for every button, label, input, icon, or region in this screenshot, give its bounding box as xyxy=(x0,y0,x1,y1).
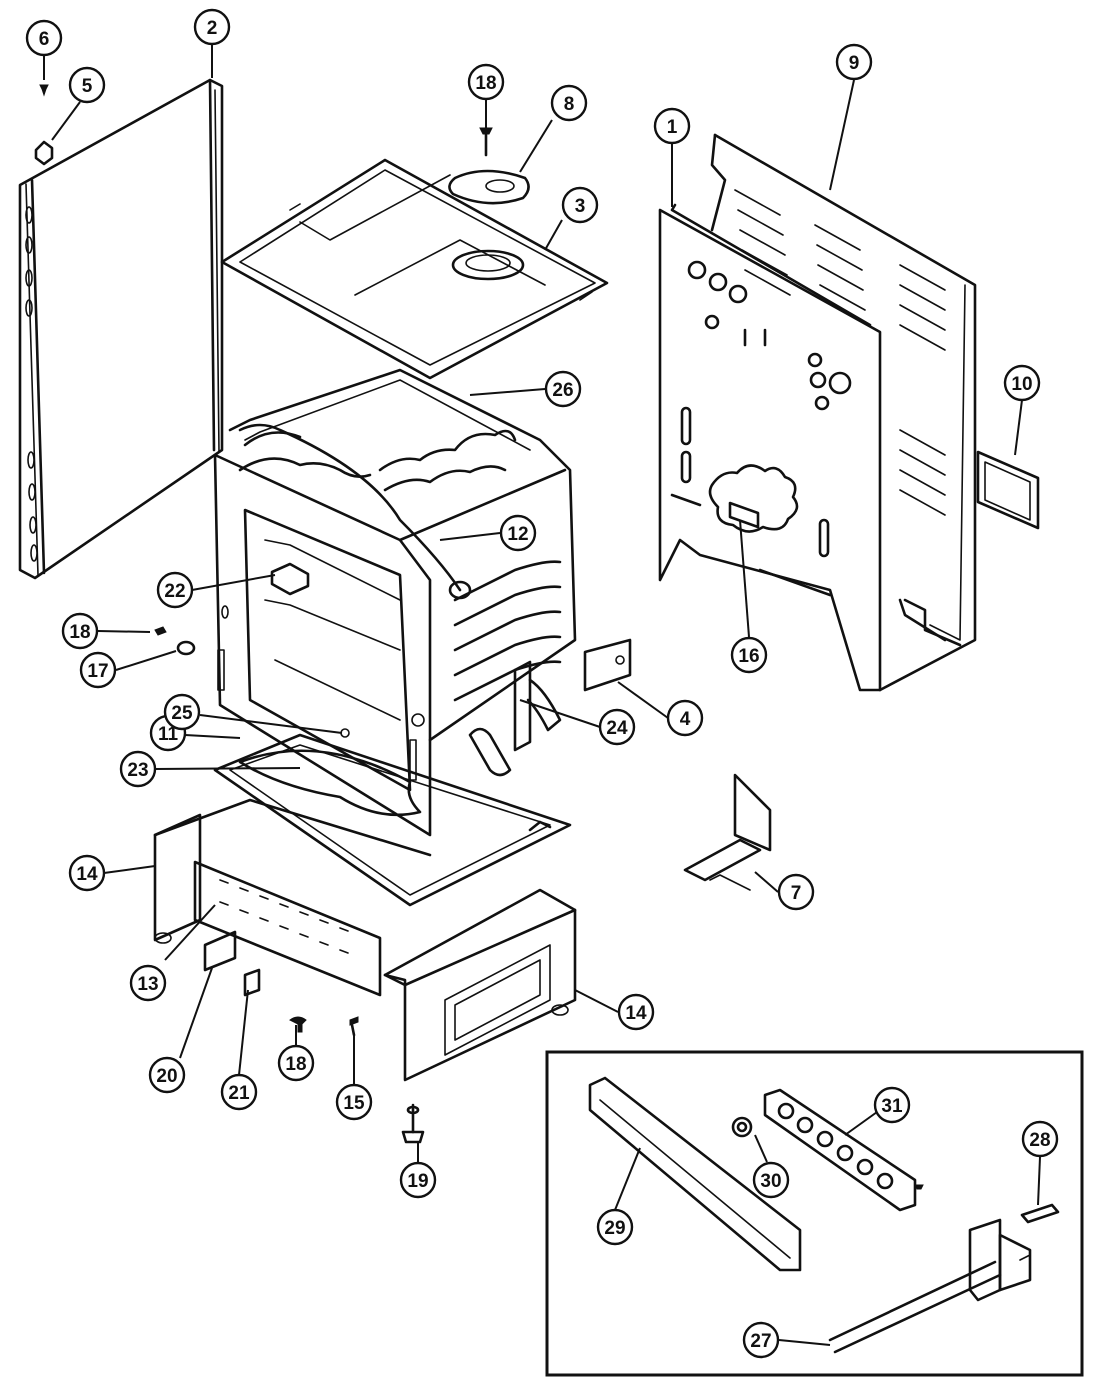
callout-label: 10 xyxy=(1011,374,1032,395)
callout-label: 26 xyxy=(552,380,573,401)
callout-label: 18 xyxy=(285,1054,306,1075)
callout: 15 xyxy=(335,1083,373,1121)
back-panel xyxy=(658,203,882,692)
callout: 14 xyxy=(617,993,655,1031)
callout-label: 23 xyxy=(127,760,148,781)
callout-label: 21 xyxy=(228,1083,250,1104)
light-socket xyxy=(270,562,310,596)
switch-panel xyxy=(763,1088,924,1212)
oven-bottom xyxy=(213,733,572,907)
small-bracket xyxy=(583,638,632,692)
callout-label: 5 xyxy=(82,76,93,97)
callout-label: 19 xyxy=(407,1171,428,1192)
inset-frame xyxy=(545,1050,1084,1377)
callout: 3 xyxy=(561,186,599,224)
callout-label: 2 xyxy=(207,18,218,39)
callout-label: 17 xyxy=(87,661,108,682)
anti-tip-bracket xyxy=(683,773,772,891)
callout-label: 31 xyxy=(881,1096,903,1117)
callout: 13 xyxy=(129,964,167,1002)
switch-assembly xyxy=(828,1203,1060,1354)
callout: 17 xyxy=(79,651,117,689)
oven-cavity xyxy=(213,368,577,837)
callout-label: 25 xyxy=(171,703,193,724)
callout-label: 18 xyxy=(69,622,90,643)
callout: 18 xyxy=(467,63,505,101)
callout-label: 28 xyxy=(1029,1130,1050,1151)
callout-label: 11 xyxy=(158,724,179,745)
terminal-bracket xyxy=(976,450,1040,530)
callout-label: 30 xyxy=(760,1171,781,1192)
callout: 31 xyxy=(873,1086,911,1124)
callout: 10 xyxy=(1003,364,1041,402)
callout-label: 7 xyxy=(791,883,802,904)
callout-label: 13 xyxy=(137,974,158,995)
callout: 20 xyxy=(148,1056,186,1094)
rear-cover xyxy=(710,133,977,692)
callout-label: 14 xyxy=(76,864,98,885)
callout: 6 xyxy=(25,19,63,57)
callout: 9 xyxy=(835,43,873,81)
hardware xyxy=(154,626,425,1144)
callout: 28 xyxy=(1021,1120,1059,1158)
callout: 5 xyxy=(68,66,106,104)
callout: 16 xyxy=(730,636,768,674)
control-trim xyxy=(588,1076,802,1272)
callout: 1 xyxy=(653,107,691,145)
callout-label: 29 xyxy=(604,1218,625,1239)
callout: 24 xyxy=(598,708,636,746)
callout-label: 3 xyxy=(575,196,586,217)
callout: 14 xyxy=(68,854,106,892)
callout: 27 xyxy=(742,1321,780,1359)
callout: 2 xyxy=(193,8,231,46)
callout-label: 27 xyxy=(750,1331,771,1352)
callout-label: 1 xyxy=(667,117,678,138)
callout: 18 xyxy=(277,1044,315,1082)
callout-label: 15 xyxy=(343,1093,365,1114)
knobs xyxy=(731,1116,753,1138)
callout: 19 xyxy=(399,1161,437,1199)
callout: 18 xyxy=(61,612,99,650)
callout-label: 8 xyxy=(564,94,575,115)
callout-label: 9 xyxy=(849,53,860,74)
callout: 8 xyxy=(550,84,588,122)
callout-label: 12 xyxy=(507,524,528,545)
callout: 21 xyxy=(220,1073,258,1111)
callout-label: 14 xyxy=(625,1003,647,1024)
callout: 4 xyxy=(666,699,704,737)
callout-label: 22 xyxy=(164,581,185,602)
callout: 29 xyxy=(596,1208,634,1246)
cover-plate xyxy=(448,169,530,205)
callout-label: 18 xyxy=(475,73,496,94)
callout-label: 20 xyxy=(156,1066,177,1087)
callout: 22 xyxy=(156,571,194,609)
door-hinge xyxy=(468,660,562,777)
callout: 11 xyxy=(149,714,187,752)
leader-lines xyxy=(43,44,1041,1346)
callout-label: 6 xyxy=(39,29,50,50)
screw xyxy=(479,126,493,157)
callout-label: 16 xyxy=(738,646,759,667)
side-panel xyxy=(18,78,224,580)
callout: 23 xyxy=(119,750,157,788)
callout: 25 xyxy=(163,693,201,731)
callout: 12 xyxy=(499,514,537,552)
base-frame xyxy=(153,798,577,1082)
callout-label: 24 xyxy=(606,718,628,739)
top-panel xyxy=(220,158,609,380)
callout: 30 xyxy=(752,1161,790,1199)
callout: 26 xyxy=(544,370,582,408)
callout: 7 xyxy=(777,873,815,911)
clip-and-screw xyxy=(34,84,54,166)
callout-label: 4 xyxy=(680,709,691,730)
